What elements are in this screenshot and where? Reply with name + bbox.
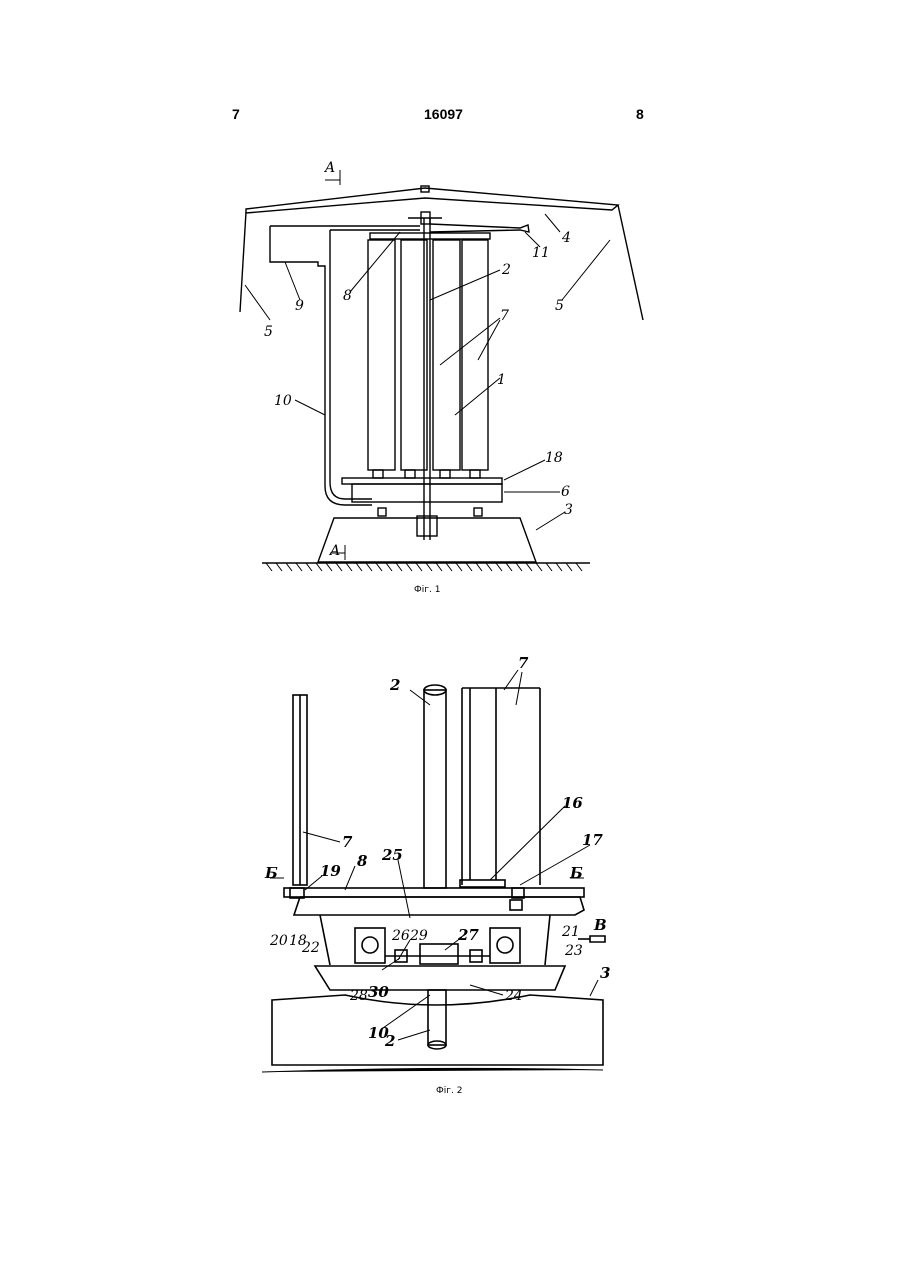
label-fig2-8: 8	[357, 852, 368, 870]
label-fig2-16: 16	[562, 794, 583, 812]
label-fig2-28: 28	[349, 988, 368, 1004]
label-fig2-2-bottom: 2	[384, 1032, 395, 1050]
label-fig2-21: 21	[561, 924, 580, 940]
figure-2-caption: Фіг. 2	[436, 1086, 462, 1096]
label-fig2-2-top: 2	[389, 676, 400, 694]
label-fig2-17: 17	[582, 831, 603, 849]
label-fig2-27: 27	[457, 926, 479, 944]
label-fig2-23: 23	[564, 943, 583, 959]
label-fig2-3: 3	[600, 964, 610, 982]
section-mark-b-left: Б	[264, 864, 278, 882]
section-mark-b-right: Б	[569, 864, 583, 882]
label-fig2-25: 25	[381, 846, 403, 864]
label-fig2-7-left: 7	[342, 833, 353, 851]
label-fig2-7-top: 7	[518, 654, 529, 672]
label-fig2-arrow-v: В	[593, 916, 607, 934]
label-fig2-29: 29	[409, 928, 428, 944]
label-fig2-20: 20	[269, 933, 288, 949]
label-fig2-19: 19	[320, 862, 341, 880]
label-fig2-30: 30	[368, 983, 389, 1001]
label-fig2-26: 26	[391, 928, 410, 944]
label-fig2-22: 22	[301, 940, 320, 956]
label-fig2-24: 24	[504, 988, 523, 1004]
